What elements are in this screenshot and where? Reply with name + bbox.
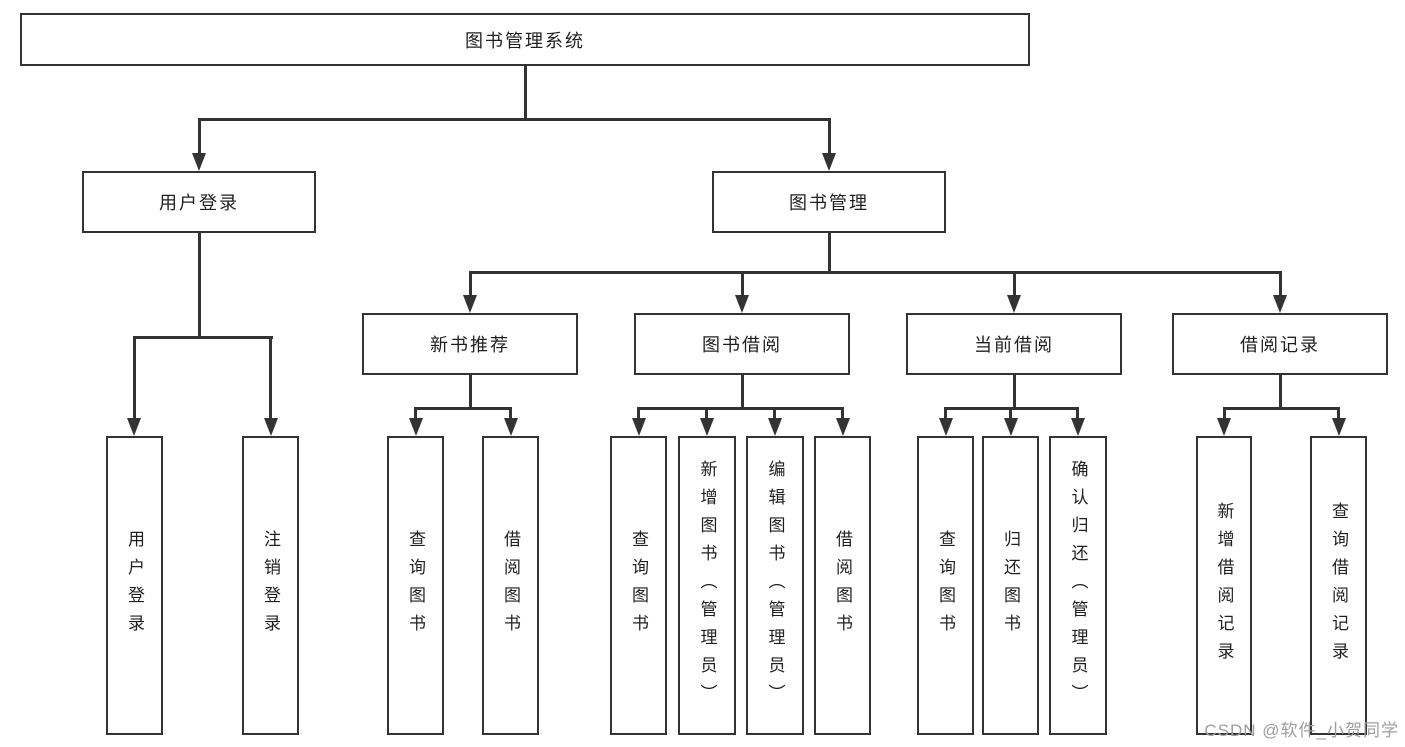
connector-drop — [414, 407, 417, 420]
connector-new-book-recommend-stem — [468, 375, 472, 407]
arrowhead-to-new-book-recommend — [463, 295, 477, 313]
leaf-query-books-current: 查询图书 — [917, 436, 974, 735]
arrowhead-to-leaf-add-borrow-record — [1217, 418, 1231, 436]
node-label: 查询借阅记录 — [1329, 501, 1348, 670]
connector-drop — [1278, 271, 1282, 297]
connector-drop — [944, 407, 947, 420]
arrowhead-to-current-borrow — [1007, 295, 1021, 313]
node-current-borrow: 当前借阅 — [906, 313, 1122, 375]
connector-new-book-recommend-bar — [414, 407, 512, 410]
connector-drop — [637, 407, 640, 420]
csdn-watermark: CSDN @软件_小贺同学 — [1204, 721, 1399, 740]
arrowhead-to-leaf-confirm-return — [1070, 418, 1085, 436]
arrowhead-to-borrow-records — [1273, 295, 1287, 313]
node-label: 借阅图书 — [501, 529, 520, 642]
node-root-library-management-system: 图书管理系统 — [20, 13, 1030, 66]
node-label: 图书管理系统 — [465, 30, 585, 51]
connector-drop — [1012, 271, 1016, 297]
connector-root-stem — [523, 66, 527, 118]
connector-drop — [1337, 407, 1340, 420]
connector-current-borrow-stem — [1012, 375, 1016, 407]
node-label: 用户登录 — [125, 529, 144, 642]
arrowhead-to-book-borrow — [735, 295, 749, 313]
node-label: 归还图书 — [1001, 529, 1020, 642]
node-borrow-records: 借阅记录 — [1172, 313, 1388, 375]
node-label: 用户登录 — [159, 193, 239, 213]
node-label: 查询图书 — [406, 529, 425, 642]
leaf-user-login: 用户登录 — [106, 436, 163, 735]
arrowhead-to-leaf-borrow-books-2 — [835, 418, 850, 436]
connector-drop — [740, 271, 744, 297]
node-label: 借阅记录 — [1240, 335, 1320, 355]
leaf-confirm-return-admin: 确认归还（管理员） — [1049, 436, 1107, 735]
node-label: 借阅图书 — [833, 529, 852, 642]
arrowhead-to-leaf-edit-book — [767, 418, 782, 436]
arrowhead-to-leaf-return-book — [1003, 418, 1018, 436]
arrowhead-to-leaf-query-books-2 — [631, 418, 646, 436]
connector-drop — [1222, 407, 1226, 420]
connector-drop — [509, 407, 512, 420]
arrowhead-to-user-login — [192, 153, 206, 171]
node-book-management: 图书管理 — [712, 171, 946, 233]
arrowhead-to-leaf-query-books-3 — [938, 418, 953, 436]
connector-book-borrow-stem — [740, 375, 744, 407]
connector-drop — [1009, 407, 1012, 420]
node-new-book-recommend: 新书推荐 — [362, 313, 578, 375]
node-book-borrow: 图书借阅 — [634, 313, 850, 375]
node-label: 注销登录 — [261, 529, 280, 642]
leaf-return-book: 归还图书 — [982, 436, 1039, 735]
connector-user-login-bar — [132, 336, 273, 339]
node-label: 新增借阅记录 — [1214, 501, 1234, 670]
arrowhead-to-leaf-user-login — [127, 418, 141, 436]
connector-drop — [132, 336, 136, 420]
node-label: 编辑图书（管理员） — [765, 459, 785, 712]
node-label: 当前借阅 — [974, 335, 1054, 355]
arrowhead-to-leaf-add-book — [699, 418, 714, 436]
node-label: 图书管理 — [789, 193, 869, 213]
node-user-login: 用户登录 — [82, 171, 316, 233]
arrowhead-to-leaf-borrow-books-1 — [503, 418, 518, 436]
connector-root-drop-left — [197, 118, 201, 154]
connector-user-login-stem — [197, 233, 201, 336]
connector-borrow-records-stem — [1278, 375, 1282, 407]
connector-drop — [269, 336, 272, 420]
leaf-edit-book-admin: 编辑图书（管理员） — [746, 436, 804, 735]
arrowhead-to-leaf-query-books-1 — [408, 418, 423, 436]
arrowhead-to-leaf-query-borrow-record — [1331, 418, 1346, 436]
leaf-logout: 注销登录 — [242, 436, 299, 735]
connector-book-borrow-bar — [637, 407, 844, 410]
leaf-borrow-books-borrow: 借阅图书 — [814, 436, 871, 735]
node-label: 新书推荐 — [430, 335, 510, 355]
leaf-add-borrow-record: 新增借阅记录 — [1196, 436, 1252, 735]
node-label: 查询图书 — [936, 529, 955, 642]
connector-root-drop-right — [827, 118, 831, 154]
connector-drop — [468, 271, 472, 297]
connector-borrow-records-bar — [1222, 407, 1340, 410]
leaf-add-book-admin: 新增图书（管理员） — [678, 436, 736, 735]
leaf-query-borrow-record: 查询借阅记录 — [1310, 436, 1367, 735]
connector-book-management-bar — [468, 271, 1282, 274]
connector-root-bar — [197, 118, 831, 121]
connector-drop — [1076, 407, 1079, 420]
leaf-query-books-borrow: 查询图书 — [610, 436, 667, 735]
connector-drop — [841, 407, 844, 420]
arrowhead-to-book-management — [822, 153, 836, 171]
connector-drop — [705, 407, 708, 420]
connector-book-management-stem — [827, 233, 831, 271]
leaf-borrow-books-recommend: 借阅图书 — [482, 436, 539, 735]
node-label: 确认归还（管理员） — [1068, 459, 1088, 712]
connector-drop — [773, 407, 776, 420]
node-label: 图书借阅 — [702, 335, 782, 355]
arrowhead-to-leaf-logout — [263, 418, 278, 436]
node-label: 查询图书 — [629, 529, 648, 642]
leaf-query-books-recommend: 查询图书 — [387, 436, 444, 735]
node-label: 新增图书（管理员） — [697, 459, 717, 712]
